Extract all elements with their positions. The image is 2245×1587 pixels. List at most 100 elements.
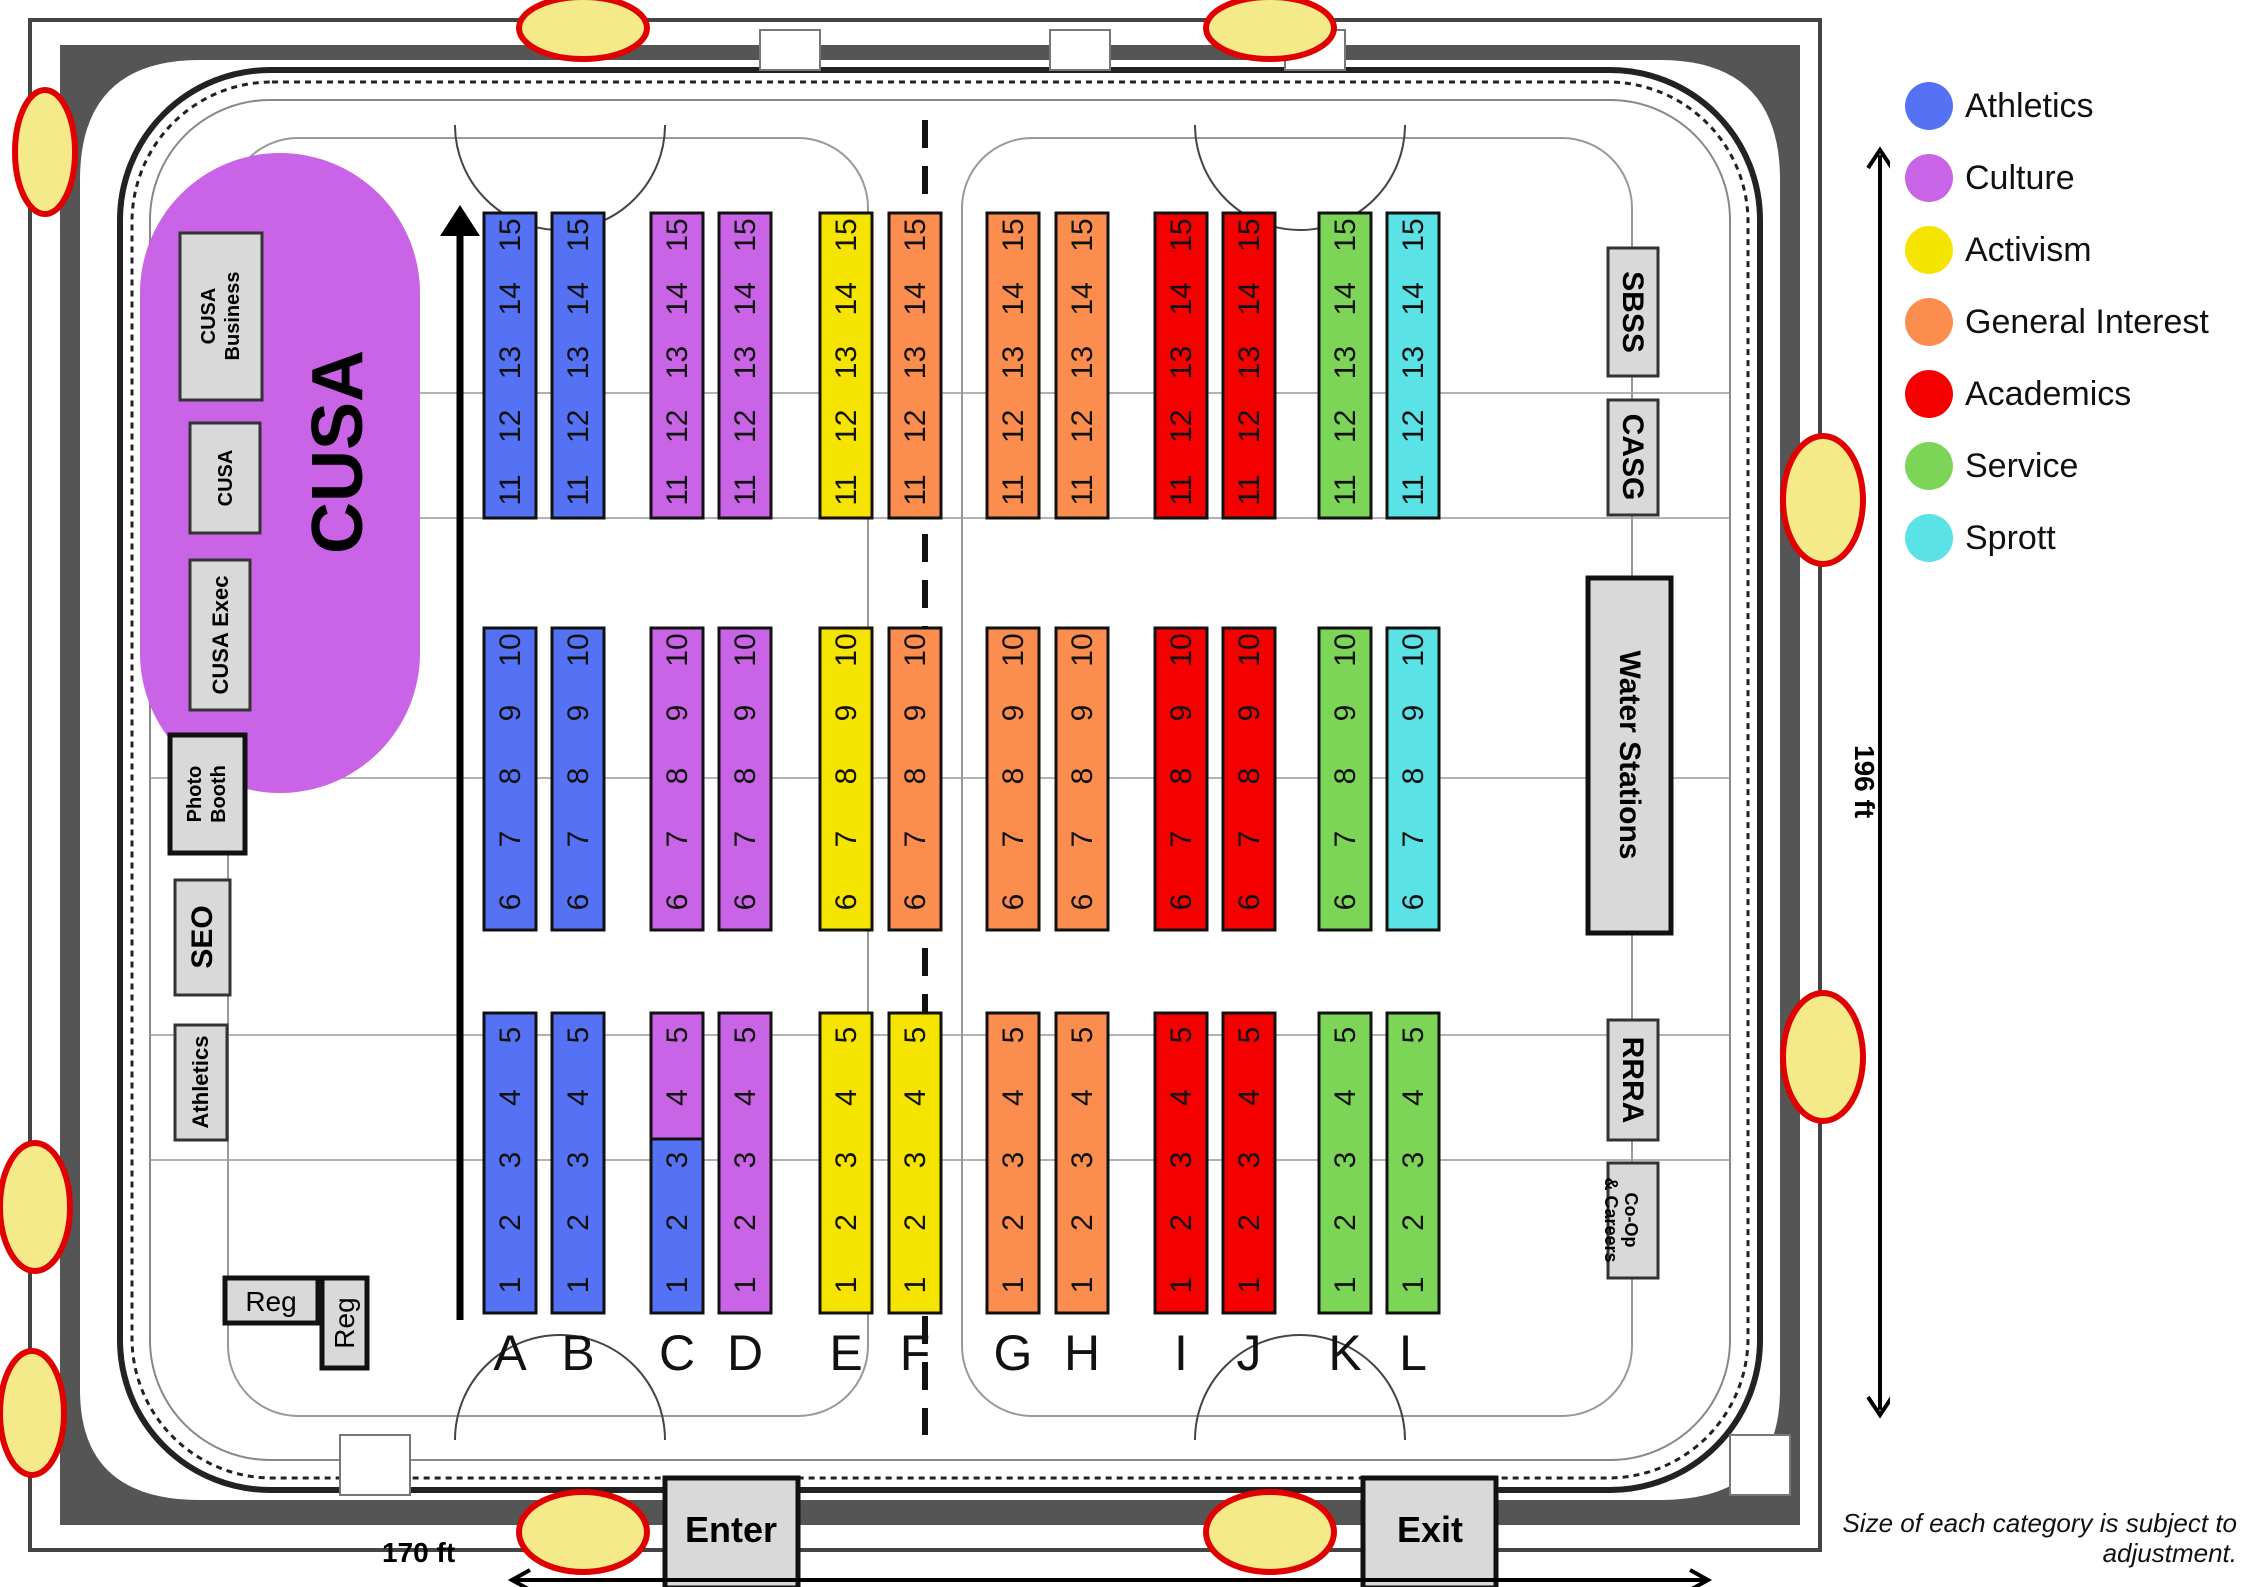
booth-label: Reg xyxy=(329,1297,360,1348)
table-number: 7 xyxy=(830,831,863,848)
table-number: 7 xyxy=(494,831,527,848)
table-number: 5 xyxy=(1233,1027,1266,1044)
table-number: 6 xyxy=(830,894,863,911)
table-number: 5 xyxy=(1165,1027,1198,1044)
table-number: 13 xyxy=(562,346,595,379)
booth-cusa-exec[interactable]: CUSA Exec xyxy=(188,558,252,712)
table-number: 14 xyxy=(661,282,694,315)
table-number: 10 xyxy=(830,633,863,666)
booth-label: CUSA Exec xyxy=(208,575,233,694)
table-block-rect xyxy=(482,626,538,932)
table-number: 10 xyxy=(494,633,527,666)
table-number: 10 xyxy=(562,633,595,666)
table-number: 5 xyxy=(494,1027,527,1044)
table-number: 6 xyxy=(661,894,694,911)
table-number: 15 xyxy=(899,218,932,251)
faceoff-bottom-right xyxy=(1194,1334,1406,1441)
table-block-rect xyxy=(985,211,1041,520)
table-number: 5 xyxy=(562,1027,595,1044)
table-number: 9 xyxy=(1397,705,1430,722)
table-number: 14 xyxy=(1066,282,1099,315)
exit-door[interactable]: Exit xyxy=(1360,1475,1499,1587)
booth-reg-1[interactable]: Reg xyxy=(222,1275,321,1326)
booth-reg-2[interactable]: Reg xyxy=(319,1275,370,1371)
table-number: 4 xyxy=(1066,1089,1099,1106)
booth-cusa[interactable]: CUSA xyxy=(188,421,262,535)
table-number: 13 xyxy=(661,346,694,379)
booth-water-stations[interactable]: Water Stations xyxy=(1585,575,1674,936)
table-number: 5 xyxy=(997,1027,1030,1044)
legend-label: Academics xyxy=(1965,374,2132,413)
booth-seo[interactable]: SEO xyxy=(173,878,232,997)
booth-label: Water Stations xyxy=(1613,651,1646,860)
table-number: 13 xyxy=(729,346,762,379)
booth-label: Co-Op& Careers xyxy=(1601,1177,1641,1262)
table-number: 15 xyxy=(830,218,863,251)
table-number: 13 xyxy=(997,346,1030,379)
table-number: 2 xyxy=(899,1214,932,1231)
table-number: 15 xyxy=(1066,218,1099,251)
table-number: 7 xyxy=(899,831,932,848)
row-label: A xyxy=(493,1325,527,1381)
table-block-rect xyxy=(985,626,1041,932)
table-number: 14 xyxy=(1165,282,1198,315)
row-label: C xyxy=(659,1325,695,1381)
table-number: 8 xyxy=(1066,768,1099,785)
booth-coop-careers[interactable]: Co-Op& Careers xyxy=(1601,1161,1660,1280)
table-block-rect xyxy=(1221,626,1277,932)
booth-sbss[interactable]: SBSS xyxy=(1606,246,1660,378)
legend-swatch xyxy=(1905,514,1953,562)
enter-door[interactable]: Enter xyxy=(662,1475,801,1587)
booth-athletics[interactable]: Athletics xyxy=(173,1023,229,1142)
size-note: Size of each category is subject to adju… xyxy=(1842,1508,2237,1568)
table-number: 1 xyxy=(899,1277,932,1294)
table-number: 10 xyxy=(997,633,1030,666)
legend-label: Service xyxy=(1965,446,2079,485)
booth-casg[interactable]: CASG xyxy=(1606,398,1660,517)
booth-label-line: Photo xyxy=(184,766,206,823)
table-number: 1 xyxy=(661,1277,694,1294)
booth-rrra[interactable]: RRRA xyxy=(1606,1018,1660,1142)
table-number: 1 xyxy=(1329,1277,1362,1294)
table-number: 9 xyxy=(997,705,1030,722)
